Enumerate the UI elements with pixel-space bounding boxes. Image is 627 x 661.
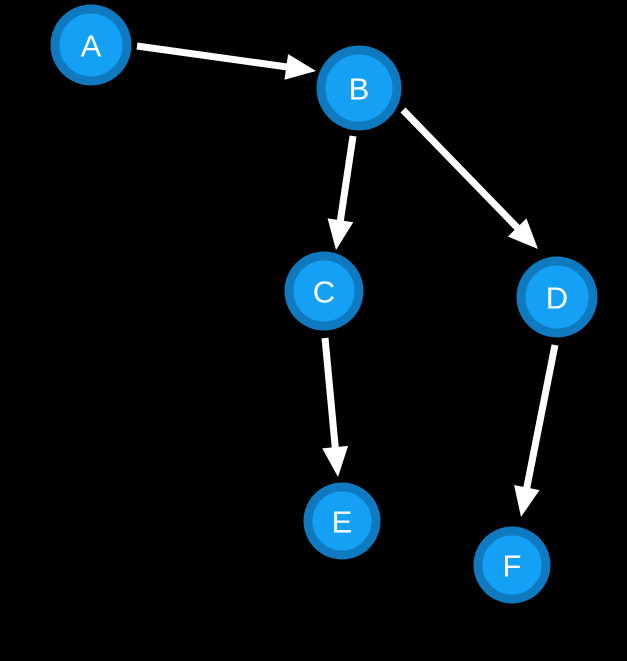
graph-edge	[321, 337, 349, 477]
edge-shaft	[321, 337, 340, 454]
edges-layer	[136, 42, 559, 517]
graph-node-f[interactable]: F	[473, 526, 551, 604]
edge-arrowhead	[322, 445, 349, 477]
graph-edge	[327, 135, 357, 250]
edge-arrowhead	[327, 218, 354, 250]
edge-arrowhead	[284, 53, 316, 80]
graph-node-c[interactable]: C	[284, 251, 364, 331]
graph-node-e[interactable]: E	[303, 482, 381, 560]
nodes-layer: A B C D E F	[50, 4, 598, 604]
node-circle[interactable]	[516, 256, 598, 338]
edge-shaft	[136, 42, 293, 72]
node-circle[interactable]	[473, 526, 551, 604]
node-circle[interactable]	[50, 4, 132, 86]
node-circle[interactable]	[316, 45, 402, 131]
edge-arrowhead	[507, 218, 538, 249]
edge-shaft	[336, 135, 357, 227]
edge-shaft	[400, 107, 524, 235]
node-circle[interactable]	[284, 251, 364, 331]
graph-node-d[interactable]: D	[516, 256, 598, 338]
graph-edge	[514, 344, 559, 517]
graph-edge	[400, 107, 538, 249]
graph-node-a[interactable]: A	[50, 4, 132, 86]
graph-node-b[interactable]: B	[316, 45, 402, 131]
node-circle[interactable]	[303, 482, 381, 560]
edge-shaft	[522, 344, 559, 495]
graph-edge	[136, 42, 316, 80]
edge-arrowhead	[514, 485, 540, 517]
